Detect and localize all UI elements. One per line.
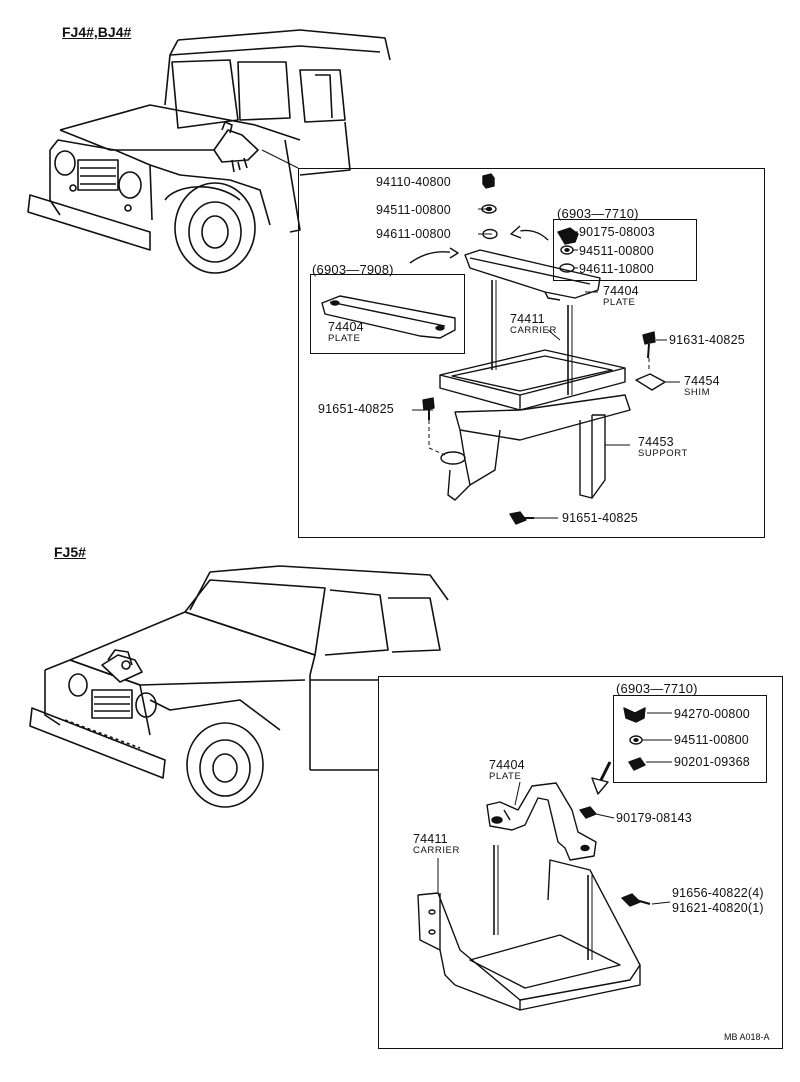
reference-code: MB A018-A (724, 1032, 770, 1042)
part-74454-name: SHIM (684, 387, 711, 398)
part-94611-10800: 94611-10800 (579, 262, 654, 276)
group-box-top-right (553, 219, 697, 281)
group-box-top-left (310, 274, 465, 354)
group-range-top-right: (6903—7710) (557, 206, 639, 221)
part-74404: 74404 (603, 284, 639, 298)
part-94511-00800-bottom: 94511-00800 (674, 733, 749, 747)
part-90175-08003: 90175-08003 (579, 225, 655, 239)
part-91656-40822: 91656-40822(4) (672, 886, 764, 900)
part-74411-bottom: 74411 (413, 832, 448, 846)
part-90201-09368: 90201-09368 (674, 755, 750, 769)
part-94511-00800-b: 94511-00800 (579, 244, 654, 258)
part-74454: 74454 (684, 374, 720, 388)
part-74453-name: SUPPORT (638, 448, 688, 459)
group-box-bottom (613, 695, 767, 783)
part-94110-40800: 94110-40800 (376, 175, 451, 189)
part-91651-40825: 91651-40825 (318, 402, 394, 416)
part-74404-left: 74404 (328, 320, 364, 334)
part-74411-name: CARRIER (510, 325, 557, 336)
detail-frame-top (298, 168, 765, 538)
group-range-top-left: (6903—7908) (312, 262, 394, 277)
part-74404-bottom: 74404 (489, 758, 525, 772)
part-91631-40825: 91631-40825 (669, 333, 745, 347)
part-94611-00800: 94611-00800 (376, 227, 451, 241)
section-title-fj4-bj4: FJ4#,BJ4# (62, 24, 132, 40)
part-74453: 74453 (638, 435, 674, 449)
section-title-fj5: FJ5# (54, 544, 86, 560)
part-74404-bottom-name: PLATE (489, 771, 522, 782)
part-74411: 74411 (510, 312, 545, 326)
detail-frame-bottom (378, 676, 783, 1049)
part-74404-left-name: PLATE (328, 333, 361, 344)
group-range-bottom: (6903—7710) (616, 681, 698, 696)
part-91621-40820: 91621-40820(1) (672, 901, 764, 915)
part-94511-00800: 94511-00800 (376, 203, 451, 217)
part-91651-40825-b: 91651-40825 (562, 511, 638, 525)
part-74404-name: PLATE (603, 297, 636, 308)
part-94270-00800: 94270-00800 (674, 707, 750, 721)
part-74411-bottom-name: CARRIER (413, 845, 460, 856)
part-90179-08143: 90179-08143 (616, 811, 692, 825)
